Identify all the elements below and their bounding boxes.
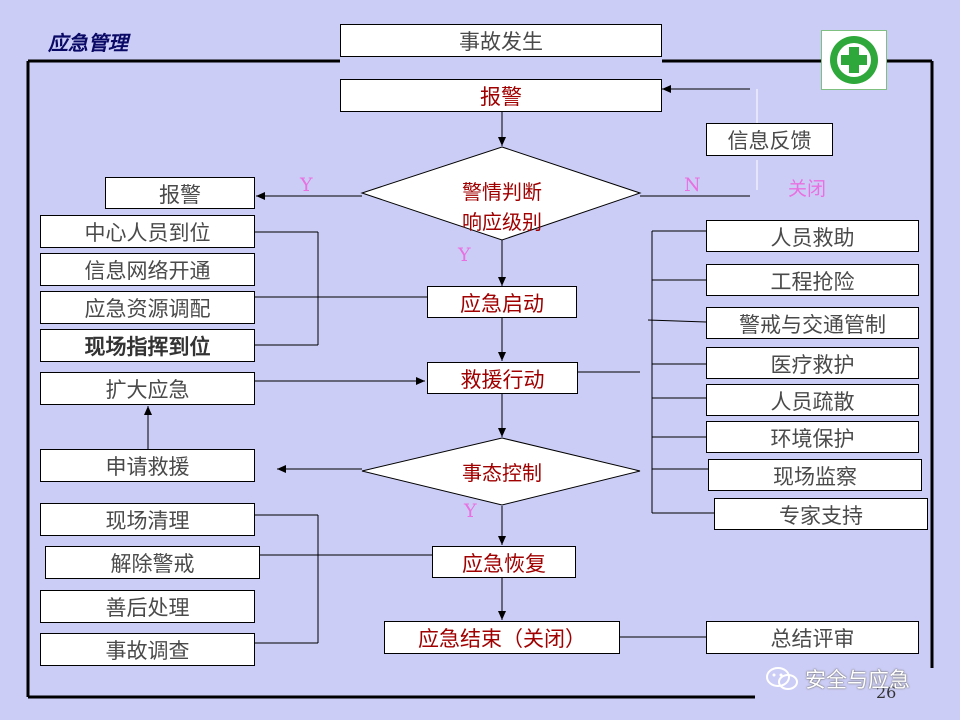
- closed-label: 关闭: [788, 178, 827, 200]
- end-box: 应急结束（关闭）: [384, 621, 620, 654]
- aftermath-box: 善后处理: [40, 590, 255, 623]
- watermark-text: 安全与应急: [805, 668, 910, 692]
- diamond-judge-line-2: 响应级别: [462, 210, 542, 234]
- activate-box: 应急启动: [427, 286, 577, 318]
- site-cleanup-box: 现场清理: [40, 503, 255, 536]
- yes-label: Y: [458, 244, 471, 266]
- recovery-box: 应急恢复: [432, 546, 576, 578]
- yes-label: Y: [300, 174, 313, 196]
- action-box-expert: 专家支持: [714, 498, 928, 530]
- action-box-engineering: 工程抢险: [706, 264, 919, 296]
- frame-lines: [26, 59, 934, 699]
- diamond-judge-label: 警情判断 响应级别: [432, 177, 572, 237]
- alarm-out-box: 报警: [105, 177, 255, 209]
- action-box-environment: 环境保护: [706, 421, 919, 453]
- onsite-command-box: 现场指挥到位: [40, 329, 255, 362]
- request-rescue-box: 申请救援: [40, 449, 255, 482]
- info-network-box: 信息网络开通: [40, 253, 255, 286]
- connector-lines: [144, 85, 758, 644]
- diamond-judge-line-1: 警情判断: [462, 180, 542, 204]
- page-title: 应急管理: [48, 31, 128, 55]
- expand-response-box: 扩大应急: [40, 372, 255, 405]
- resource-dispatch-box: 应急资源调配: [40, 291, 255, 324]
- feedback-box: 信息反馈: [706, 123, 833, 156]
- action-box-evacuation: 人员疏散: [706, 384, 919, 416]
- yes-label: Y: [464, 500, 477, 522]
- alarm-box: 报警: [340, 79, 662, 112]
- incident-box: 事故发生: [340, 24, 662, 57]
- investigation-box: 事故调查: [40, 633, 255, 666]
- action-box-medical: 医疗救护: [706, 347, 919, 379]
- page-number: 26: [876, 683, 897, 702]
- action-box-traffic: 警戒与交通管制: [706, 307, 919, 339]
- watermark: 安全与应急: [765, 664, 910, 694]
- safety-cross-logo: [821, 30, 887, 90]
- decision-diamonds: [360, 146, 642, 506]
- center-staff-box: 中心人员到位: [40, 215, 255, 248]
- diamond-control-label: 事态控制: [462, 461, 542, 485]
- action-box-rescue: 人员救助: [706, 220, 919, 252]
- no-label: N: [684, 174, 701, 196]
- lift-alert-box: 解除警戒: [45, 546, 260, 579]
- action-box-supervision: 现场监察: [708, 459, 922, 491]
- safety-cross-icon: [830, 36, 878, 84]
- review-box: 总结评审: [706, 621, 919, 654]
- diamond-control: [361, 437, 641, 506]
- rescue-box: 救援行动: [427, 362, 578, 394]
- diamond-judge: [360, 146, 642, 241]
- wechat-icon: [766, 667, 798, 690]
